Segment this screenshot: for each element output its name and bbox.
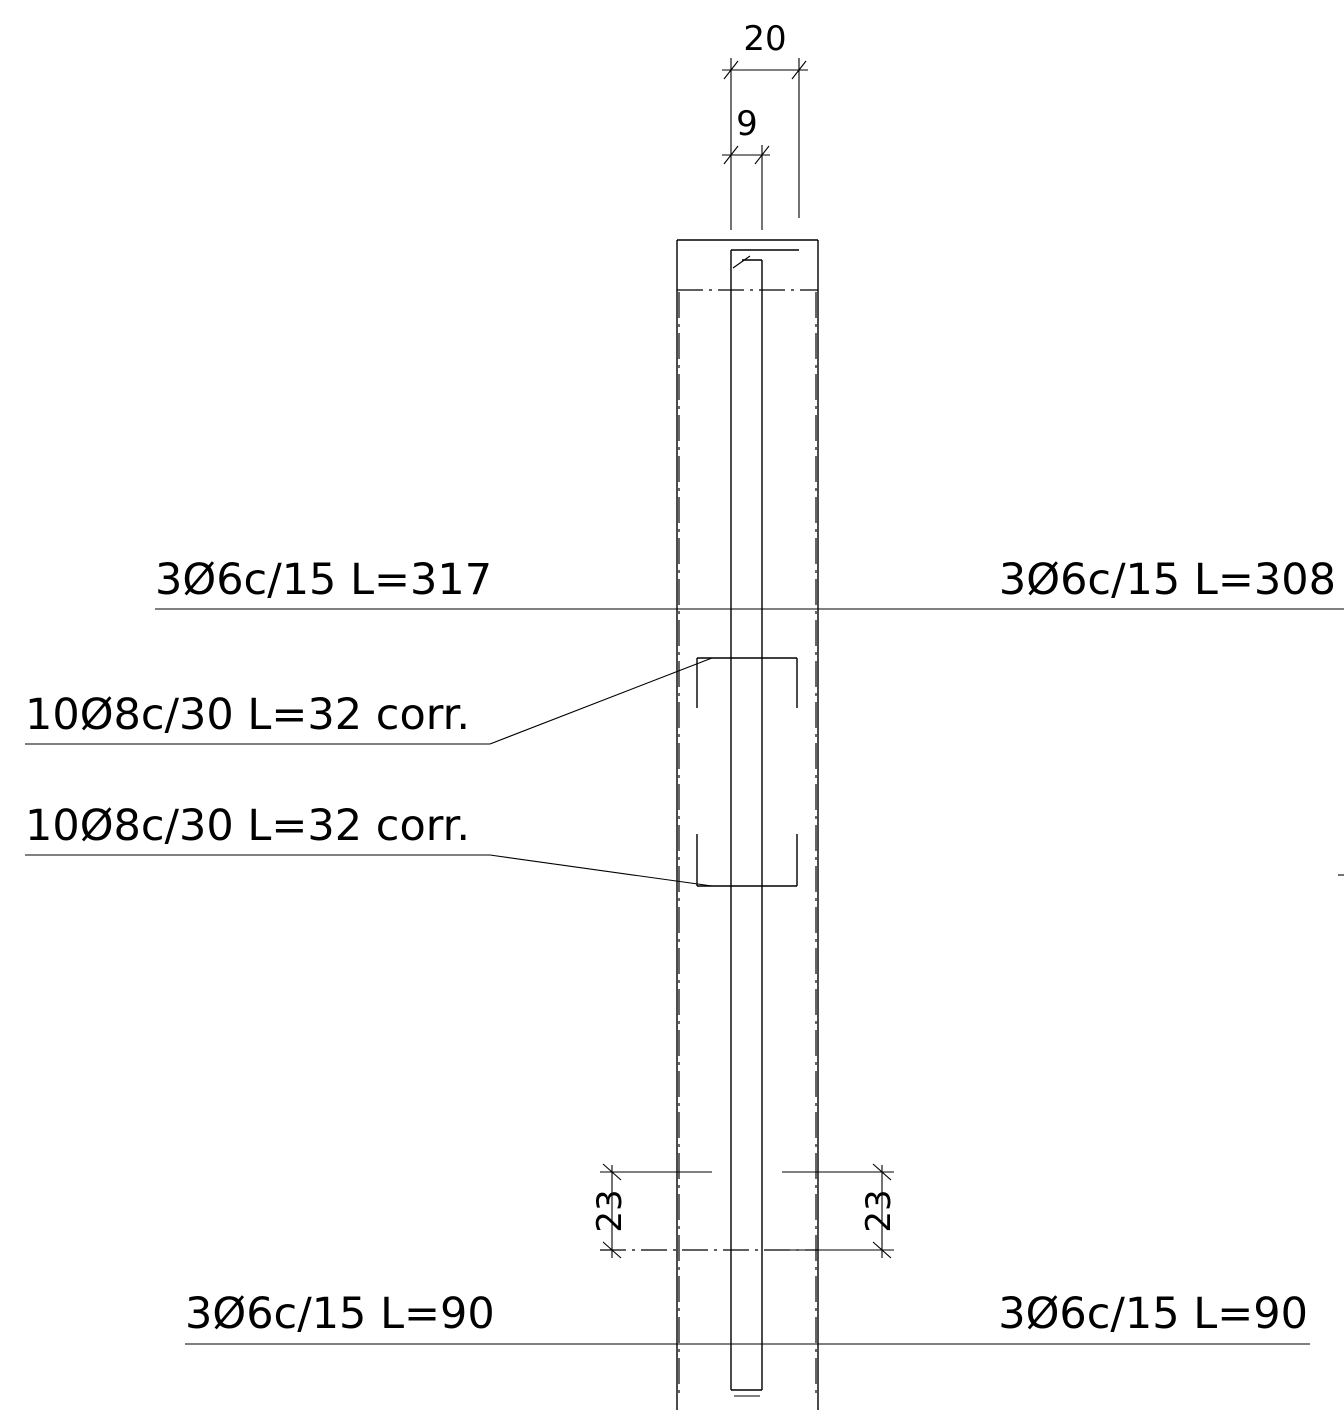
label-mid-upper: 10Ø8c/30 L=32 corr. (25, 690, 470, 740)
dimension-text-23-right: 23 (859, 1189, 899, 1232)
dimension-text-9: 9 (736, 104, 758, 144)
transverse-bars (696, 657, 798, 887)
label-top-right: 3Ø6c/15 L=308 (999, 555, 1336, 605)
top-dimension-9: 9 (722, 104, 770, 230)
label-bottom-right: 3Ø6c/15 L=90 (998, 1289, 1308, 1339)
horizontal-bars (155, 608, 1344, 1345)
dimension-text-20: 20 (743, 19, 786, 59)
main-rebar (730, 249, 799, 1397)
label-bottom-left: 3Ø6c/15 L=90 (185, 1289, 495, 1339)
dimension-23-left: 23 (590, 1163, 818, 1259)
dimension-23-right: 23 (782, 1163, 899, 1259)
top-dimension-20: 20 (722, 19, 808, 230)
dimension-text-23-left: 23 (590, 1189, 630, 1232)
label-top-left: 3Ø6c/15 L=317 (155, 555, 492, 605)
label-mid-lower: 10Ø8c/30 L=32 corr. (25, 801, 470, 851)
leader-lines (25, 657, 713, 887)
wall-section (676, 239, 819, 1410)
